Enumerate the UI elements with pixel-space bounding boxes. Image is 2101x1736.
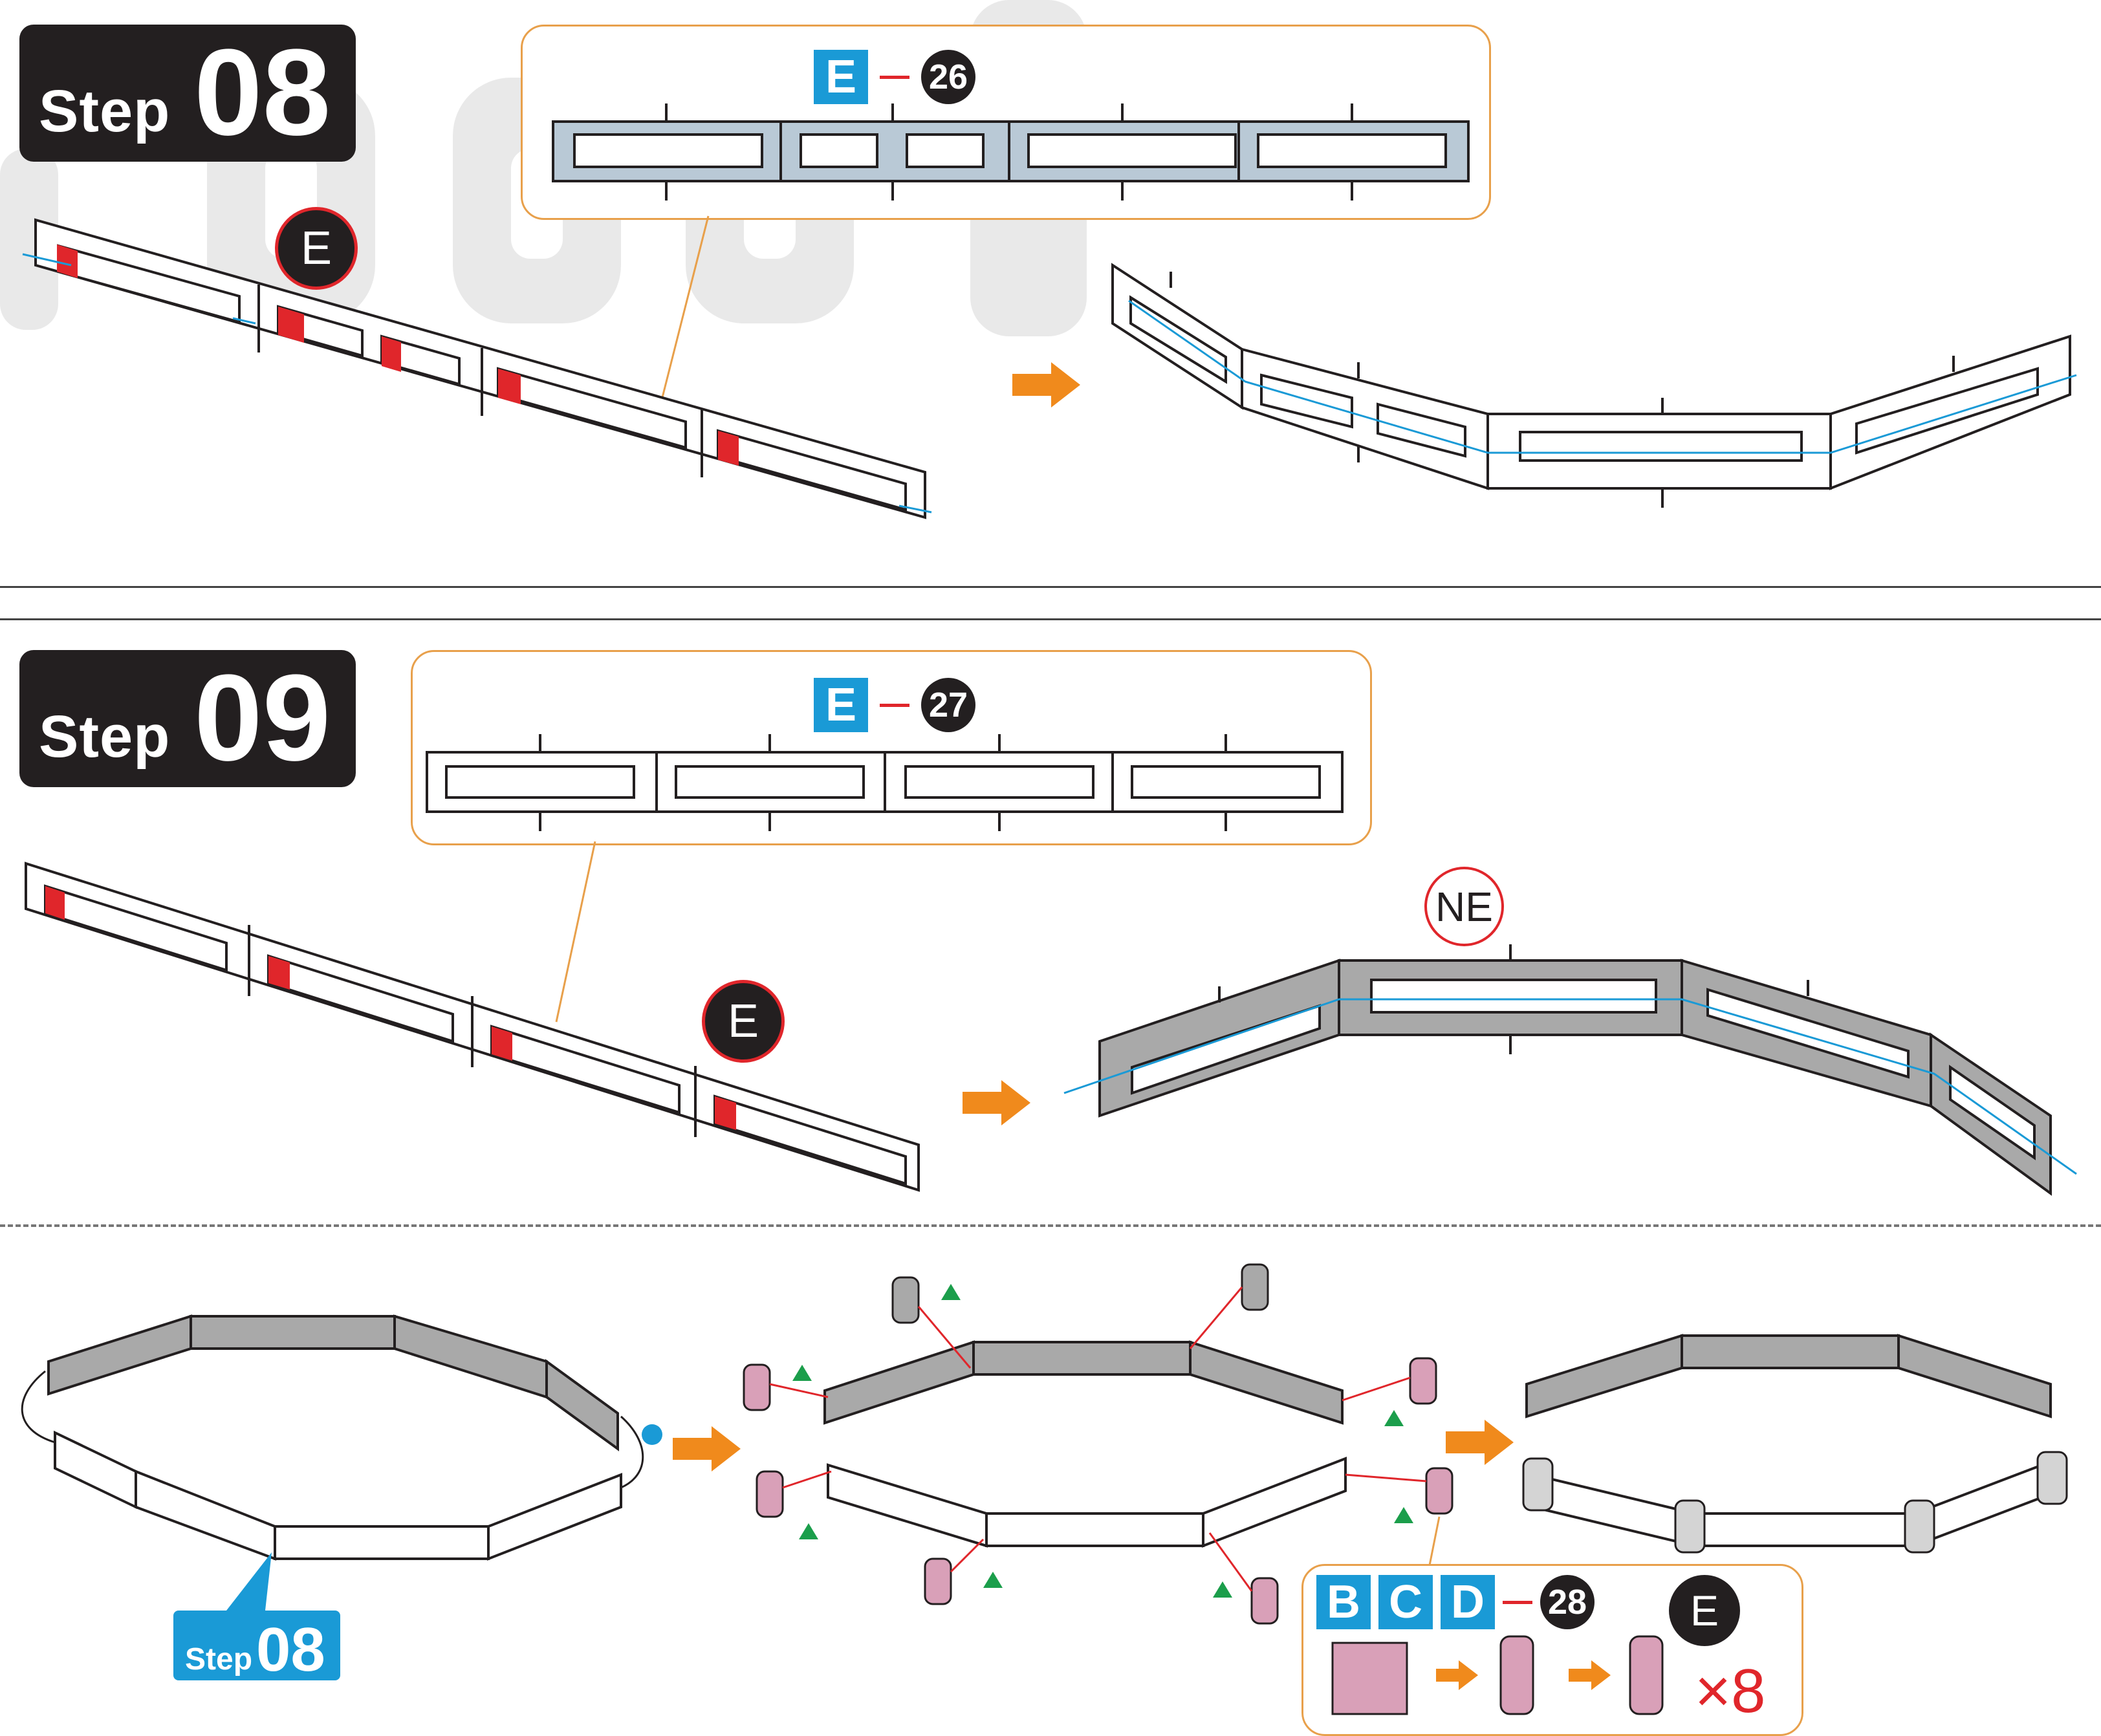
- step-number: 08: [256, 1615, 325, 1684]
- part-label: E 27: [814, 678, 975, 732]
- part-e-bubble: E: [275, 207, 358, 290]
- step-number: 09: [194, 649, 331, 787]
- part-letter-b: B: [1316, 1575, 1371, 1629]
- section-divider-dotted: [0, 1224, 2101, 1227]
- orange-arrow-4: [1446, 1420, 1514, 1465]
- part-number-circle: 27: [921, 678, 975, 732]
- bubble-label: E: [300, 222, 332, 274]
- parts-label-row: B C D 28: [1316, 1575, 1595, 1629]
- part-label: E 26: [814, 50, 975, 104]
- part-number-circle: 28: [1540, 1575, 1595, 1629]
- parts-box-pointer: [1428, 1516, 1441, 1566]
- step-08-badge: Step 08: [19, 25, 356, 162]
- step-word: Step: [185, 1642, 253, 1676]
- part-number-circle: 26: [921, 50, 975, 104]
- dash: [880, 703, 909, 707]
- dash: [1503, 1600, 1532, 1604]
- part-e-bubble: E: [1669, 1575, 1740, 1646]
- orange-arrow-2: [963, 1080, 1030, 1125]
- step-word: Step: [39, 704, 171, 770]
- bubble-label: NE: [1435, 883, 1493, 930]
- section-divider-bottom: [0, 618, 2101, 620]
- part-letter-c: C: [1378, 1575, 1433, 1629]
- ne-label-bubble: NE: [1424, 867, 1504, 946]
- orange-arrow-1: [1012, 362, 1080, 407]
- ref-badge-pointer: [226, 1552, 272, 1611]
- dash: [880, 75, 909, 79]
- part-letter-d: D: [1441, 1575, 1495, 1629]
- part-e-bubble: E: [702, 980, 785, 1063]
- step-number: 08: [194, 24, 331, 161]
- section-divider-top: [0, 586, 2101, 588]
- step-word: Step: [39, 78, 171, 144]
- quantity-multiplier: ×8: [1695, 1656, 1766, 1726]
- step-08-ref-badge: Step 08: [173, 1611, 340, 1684]
- orange-arrow-3: [673, 1426, 741, 1471]
- part-letter-box: E: [814, 678, 868, 732]
- part-letter-box: E: [814, 50, 868, 104]
- bubble-label: E: [727, 995, 759, 1047]
- bubble-label: E: [1690, 1587, 1719, 1634]
- step-09-badge: Step 09: [19, 650, 356, 787]
